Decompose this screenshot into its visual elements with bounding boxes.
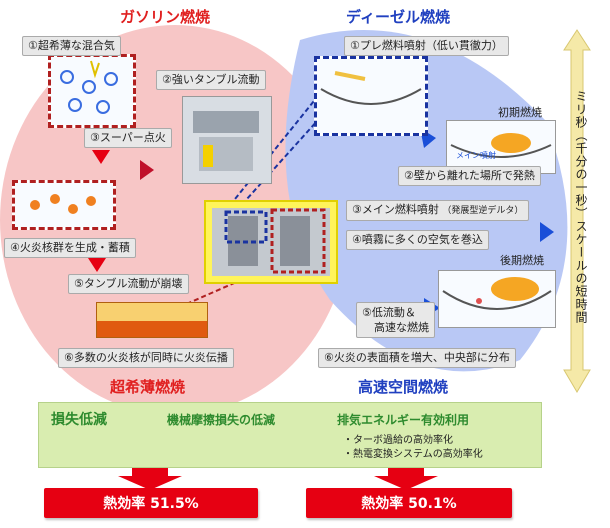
engine-zoom <box>204 200 338 284</box>
exhaust-energy-label: 排気エネルギー有効利用 <box>337 413 470 427</box>
gasoline-step-2: ②強いタンブル流動 <box>156 70 266 90</box>
gasoline-efficiency-badge: 熱効率 51.5% <box>44 488 258 518</box>
gasoline-diagram-1 <box>48 54 136 128</box>
diesel-diagram-1 <box>314 56 428 136</box>
gas-arrow-3 <box>140 160 154 180</box>
initial-combustion-illustration <box>450 133 552 158</box>
diesel-efficiency-badge: 熱効率 50.1% <box>306 488 512 518</box>
pre-injection-illustration <box>317 59 425 133</box>
diesel-step-5: ⑤低流動＆ 高速な燃焼 <box>356 302 435 338</box>
diesel-step-5-line1: ⑤低流動＆ <box>362 306 416 319</box>
diesel-title: ディーゼル燃焼 <box>346 8 450 26</box>
gas-arrow-2 <box>88 258 106 272</box>
thermoelectric-bullet: ・熱電変換システムの高効率化 <box>343 449 483 460</box>
time-scale-arrow <box>563 29 591 393</box>
result-arrow-left <box>118 466 182 490</box>
main-injection-label: メイン噴射 <box>456 151 496 160</box>
diesel-diagram-2 <box>446 120 556 174</box>
late-combustion-label: 後期燃焼 <box>500 254 544 267</box>
gas-arrow-1 <box>92 150 110 164</box>
gasoline-diagram-2 <box>12 180 116 230</box>
gasoline-step-5: ⑤タンブル流動が崩壊 <box>68 274 189 294</box>
engine-photo <box>182 96 272 184</box>
loss-reduction-title: 損失低減 <box>51 412 107 428</box>
flame-propagation-illustration <box>97 303 207 337</box>
diesel-step-3-text: ③メイン燃料噴射 <box>352 203 439 216</box>
diesel-arrow-2 <box>540 222 554 242</box>
flame-kernel-illustration <box>15 183 113 227</box>
diesel-step-6: ⑥火炎の表面積を増大、中央部に分布 <box>318 348 516 368</box>
time-scale-text: ミリ秒（千分の一秒）スケールの短時間 <box>574 90 588 324</box>
ultra-lean-title: 超希薄燃焼 <box>110 378 186 396</box>
diesel-step-1: ①プレ燃料噴射（低い貫徹力） <box>344 36 509 56</box>
gasoline-title: ガソリン燃焼 <box>120 8 211 26</box>
mechanical-friction-label: 機械摩擦損失の低減 <box>167 413 276 427</box>
diesel-step-2: ②壁から離れた場所で発熱 <box>398 166 541 186</box>
gasoline-step-3: ③スーパー点火 <box>84 128 172 148</box>
gasoline-step-4: ④火炎核群を生成・蓄積 <box>4 238 136 258</box>
diesel-step-4: ④噴霧に多くの空気を巻込 <box>346 230 489 250</box>
late-combustion-illustration <box>442 277 552 310</box>
initial-combustion-label: 初期燃焼 <box>498 106 542 119</box>
loss-reduction-box: 損失低減 機械摩擦損失の低減 排気エネルギー有効利用 ・ターボ過給の高効率化 ・… <box>38 402 542 468</box>
lean-mixture-illustration <box>51 57 133 125</box>
result-arrow-right <box>374 466 438 490</box>
gasoline-diagram-3 <box>96 302 208 338</box>
diesel-step-3-note: （発展型逆デルタ） <box>442 206 524 216</box>
gasoline-step-1: ①超希薄な混合気 <box>22 36 121 56</box>
cylinder-illustration <box>212 208 330 276</box>
turbo-bullet: ・ターボ過給の高効率化 <box>343 435 453 446</box>
diesel-diagram-3 <box>438 270 556 328</box>
diesel-step-3: ③メイン燃料噴射 （発展型逆デルタ） <box>346 200 530 221</box>
gasoline-step-6: ⑥多数の火炎核が同時に火炎伝播 <box>58 348 234 368</box>
diesel-step-5-line2: 高速な燃焼 <box>374 321 429 334</box>
high-speed-space-title: 高速空間燃焼 <box>358 378 449 396</box>
engine-illustration <box>183 97 271 183</box>
